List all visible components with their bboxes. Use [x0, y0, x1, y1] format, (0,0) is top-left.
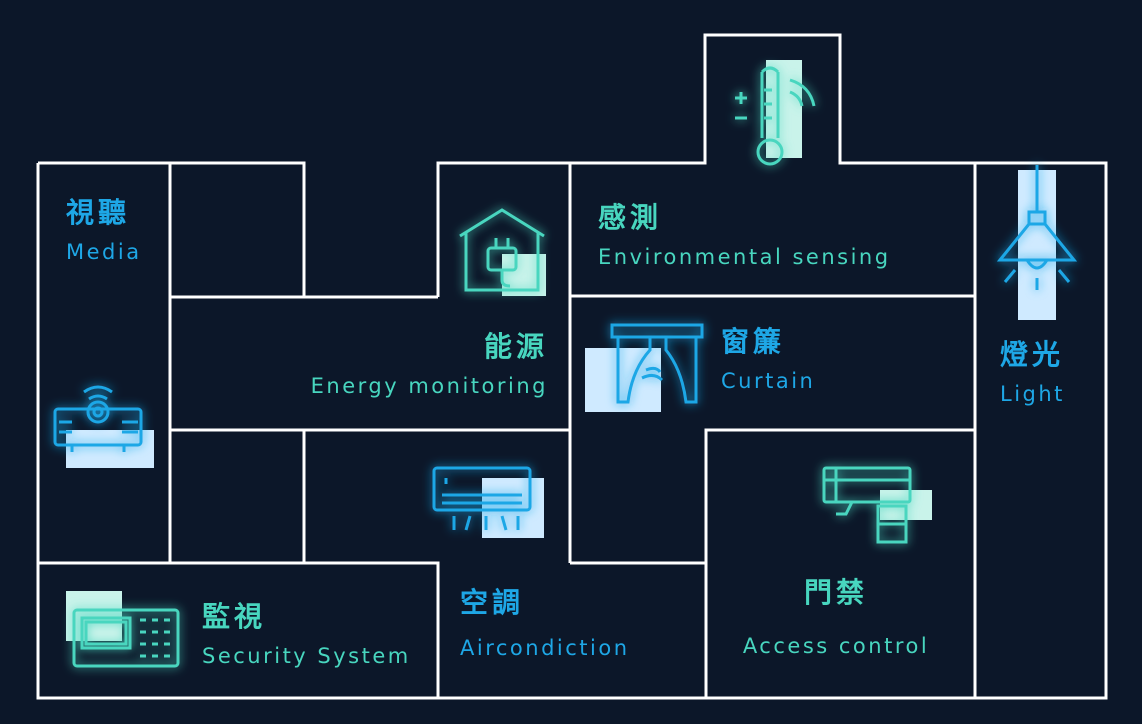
access-label-en: Access control: [742, 634, 930, 658]
media-room-label: 視聽 Media: [66, 196, 142, 266]
thermometer-signal-icon: [735, 60, 816, 166]
air-conditioner-icon: [432, 466, 544, 538]
floor-plan-walls: [36, 33, 1108, 700]
curtain-room-label: 窗簾 Curtain: [721, 325, 815, 395]
house-plug-icon: [459, 208, 546, 296]
aircon-label-en: Aircondiction: [460, 636, 630, 660]
light-label-en: Light: [1000, 382, 1065, 406]
media-label-zh: 視聽: [66, 196, 131, 229]
access-room-label: 門禁 Access control: [733, 576, 939, 660]
access-label-zh: 門禁: [803, 576, 868, 609]
aircon-room-label: 空調 Aircondiction: [460, 586, 630, 662]
light-room-label: 燈光 Light: [1000, 338, 1065, 408]
aircon-label-zh: 空調: [460, 586, 525, 619]
sensing-room-label: 感測 Environmental sensing: [598, 201, 891, 271]
ceiling-lamp-icon: [996, 165, 1078, 320]
keypad-panel-icon: [66, 591, 180, 668]
energy-label-zh: 能源: [483, 330, 548, 363]
sensing-label-zh: 感測: [598, 201, 663, 234]
curtain-label-en: Curtain: [721, 369, 816, 393]
curtain-window-icon: [585, 323, 704, 412]
security-room-label: 監視 Security System: [202, 600, 411, 670]
curtain-label-zh: 窗簾: [721, 325, 786, 358]
projector-icon: [53, 385, 154, 468]
media-label-en: Media: [66, 240, 142, 264]
security-label-zh: 監視: [202, 600, 267, 633]
light-label-zh: 燈光: [1000, 338, 1065, 371]
security-camera-icon: [822, 466, 932, 544]
energy-room-label: 能源 Energy monitoring: [270, 330, 548, 400]
security-label-en: Security System: [202, 644, 411, 668]
energy-label-en: Energy monitoring: [310, 374, 548, 398]
sensing-label-en: Environmental sensing: [598, 245, 891, 269]
